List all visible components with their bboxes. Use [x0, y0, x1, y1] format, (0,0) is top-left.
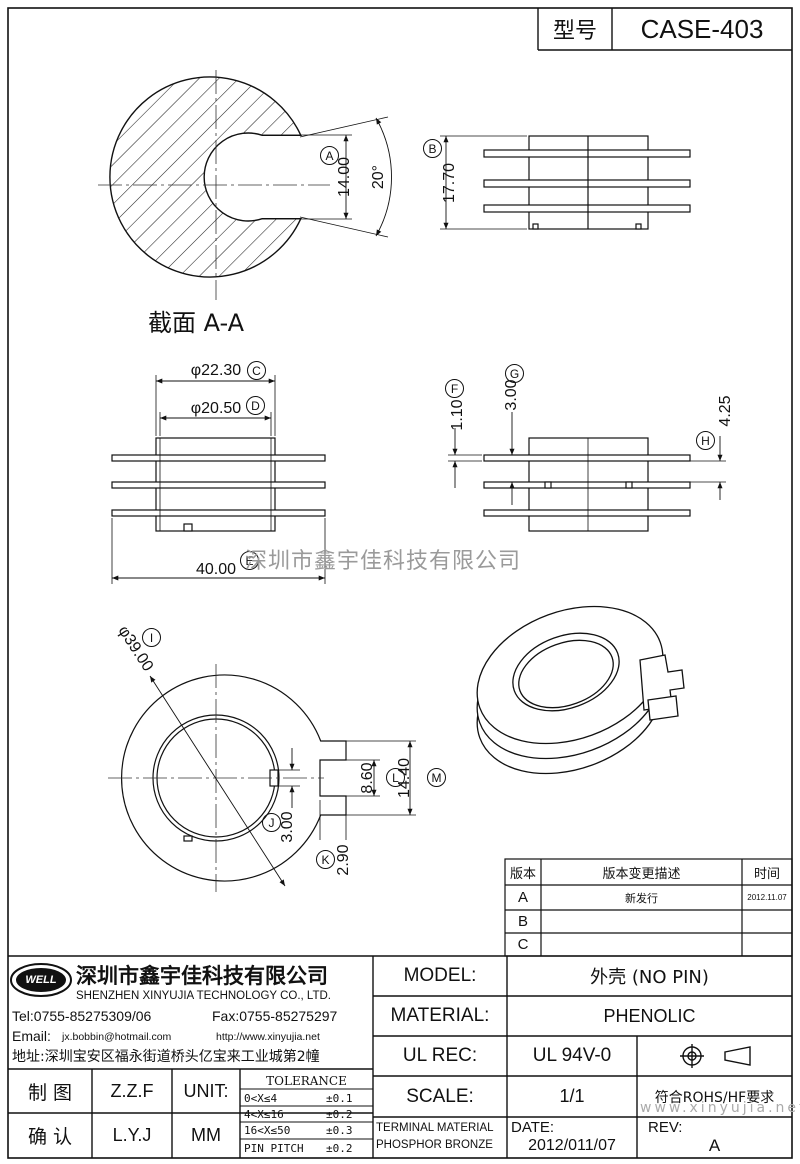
tolerance-value: ±0.3: [326, 1124, 353, 1137]
model-value: 外壳 (NO PIN): [590, 967, 709, 988]
terminal-material: TERMINAL MATERIAL: [376, 1122, 494, 1134]
rev-row-version: A: [517, 889, 528, 906]
dim-c-value: φ22.30: [190, 362, 242, 379]
tolerance-range: 0<X≤4: [244, 1091, 278, 1105]
dim-j-value: 3.00: [279, 811, 296, 843]
callout-k: K: [316, 850, 335, 869]
date-label: DATE:: [511, 1118, 555, 1136]
tolerance-value: ±0.2: [326, 1142, 353, 1155]
callout-c: C: [247, 361, 266, 380]
callout-g: G: [505, 364, 524, 383]
sheet-border: [7, 7, 793, 1159]
header-box: [537, 8, 792, 51]
front-view: [111, 375, 326, 584]
rev-row-description: 新发行: [625, 891, 658, 905]
company-watermark: 深圳市鑫宇佳科技有限公司: [245, 549, 522, 574]
logo-text: WELL: [25, 974, 57, 986]
dim-f-value: 1.10: [449, 399, 466, 431]
unit-value: MM: [191, 1125, 221, 1145]
rev-header-description: 版本变更描述: [602, 866, 681, 882]
unit-label: UNIT:: [183, 1080, 229, 1101]
phosphor-bronze: PHOSPHOR BRONZE: [376, 1139, 493, 1151]
callout-d: D: [246, 396, 265, 415]
drawn-value: Z.Z.F: [110, 1080, 154, 1101]
company-tel: Tel:0755-85275309/06: [12, 1008, 152, 1024]
dim-l-value: 8.60: [359, 762, 376, 794]
isometric-view: [476, 605, 685, 775]
tolerance-value: ±0.1: [326, 1091, 353, 1105]
scale-label: SCALE:: [406, 1085, 474, 1107]
drawn-label: 制 图: [27, 1081, 73, 1104]
tolerance-value: ±0.2: [326, 1107, 353, 1121]
case-code: CASE-403: [640, 13, 764, 44]
tolerance-range: 4<X≤16: [244, 1107, 284, 1121]
side-view-mid: [448, 412, 726, 532]
callout-i: I: [142, 628, 161, 647]
side-view-top: [440, 135, 691, 230]
callout-f: F: [445, 379, 464, 398]
tolerance-range: PIN PITCH: [244, 1142, 304, 1155]
material-value: PHENOLIC: [603, 1005, 696, 1026]
model-label: MODEL:: [403, 965, 477, 986]
tolerance-title: TOLERANCE: [266, 1073, 347, 1088]
dim-d-value: φ20.50: [190, 400, 242, 417]
callout-j: J: [262, 813, 281, 832]
ulrec-value: UL 94V-0: [532, 1045, 612, 1066]
rohs-note: 符合ROHS/HF要求: [654, 1089, 775, 1106]
dim-b-value: 17.70: [441, 162, 458, 204]
company-address: 地址:深圳宝安区福永街道桥头亿宝来工业城第2幢: [12, 1049, 320, 1065]
rev-label: REV:: [648, 1118, 683, 1136]
dim-h-value: 4.25: [717, 395, 734, 427]
material-label: MATERIAL:: [390, 1005, 490, 1026]
company-fax: Fax:0755-85275297: [212, 1008, 338, 1024]
callout-b: B: [423, 139, 442, 158]
date-value: 2012/011/07: [528, 1137, 616, 1154]
callout-h: H: [696, 431, 715, 450]
rev-value: A: [708, 1136, 721, 1155]
rev-row-version: C: [517, 936, 529, 953]
company-name-en: SHENZHEN XINYUJIA TECHNOLOGY CO., LTD.: [76, 990, 331, 1002]
bottom-view: [108, 664, 416, 892]
scale-value: 1/1: [559, 1086, 585, 1106]
company-logo: [10, 963, 72, 997]
tolerance-range: 16<X≤50: [244, 1124, 291, 1137]
rev-header-time: 时间: [753, 866, 780, 882]
section-aa-view: [98, 70, 392, 300]
section-label: 截面 A-A: [148, 308, 245, 337]
rev-row-version: B: [517, 913, 528, 930]
checked-value: L.Y.J: [112, 1125, 152, 1145]
callout-e: E: [240, 551, 259, 570]
callout-m: M: [427, 768, 446, 787]
rev-header-version: 版本: [509, 866, 536, 882]
ul-symbol-icons: [680, 1044, 751, 1068]
rev-row-time: 2012.11.07: [747, 893, 787, 902]
company-name-cn: 深圳市鑫宇佳科技有限公司: [76, 964, 328, 988]
checked-label: 确 认: [27, 1126, 73, 1148]
company-website[interactable]: http://www.xinyujia.net: [216, 1031, 320, 1043]
callout-l: L: [386, 768, 405, 787]
company-email[interactable]: jx.bobbin@hotmail.com: [62, 1031, 172, 1043]
dim-e-value: 40.00: [195, 561, 237, 578]
dim-angle-value: 20°: [370, 164, 387, 190]
ulrec-label: UL REC:: [402, 1045, 478, 1066]
company-email-label: Email:: [12, 1028, 51, 1044]
callout-a: A: [320, 146, 339, 165]
title-block-lines: [8, 955, 792, 1158]
type-label: 型号: [552, 19, 597, 44]
url-watermark: www.xinyujia.net: [640, 1100, 800, 1116]
dim-k-value: 2.90: [335, 844, 352, 876]
